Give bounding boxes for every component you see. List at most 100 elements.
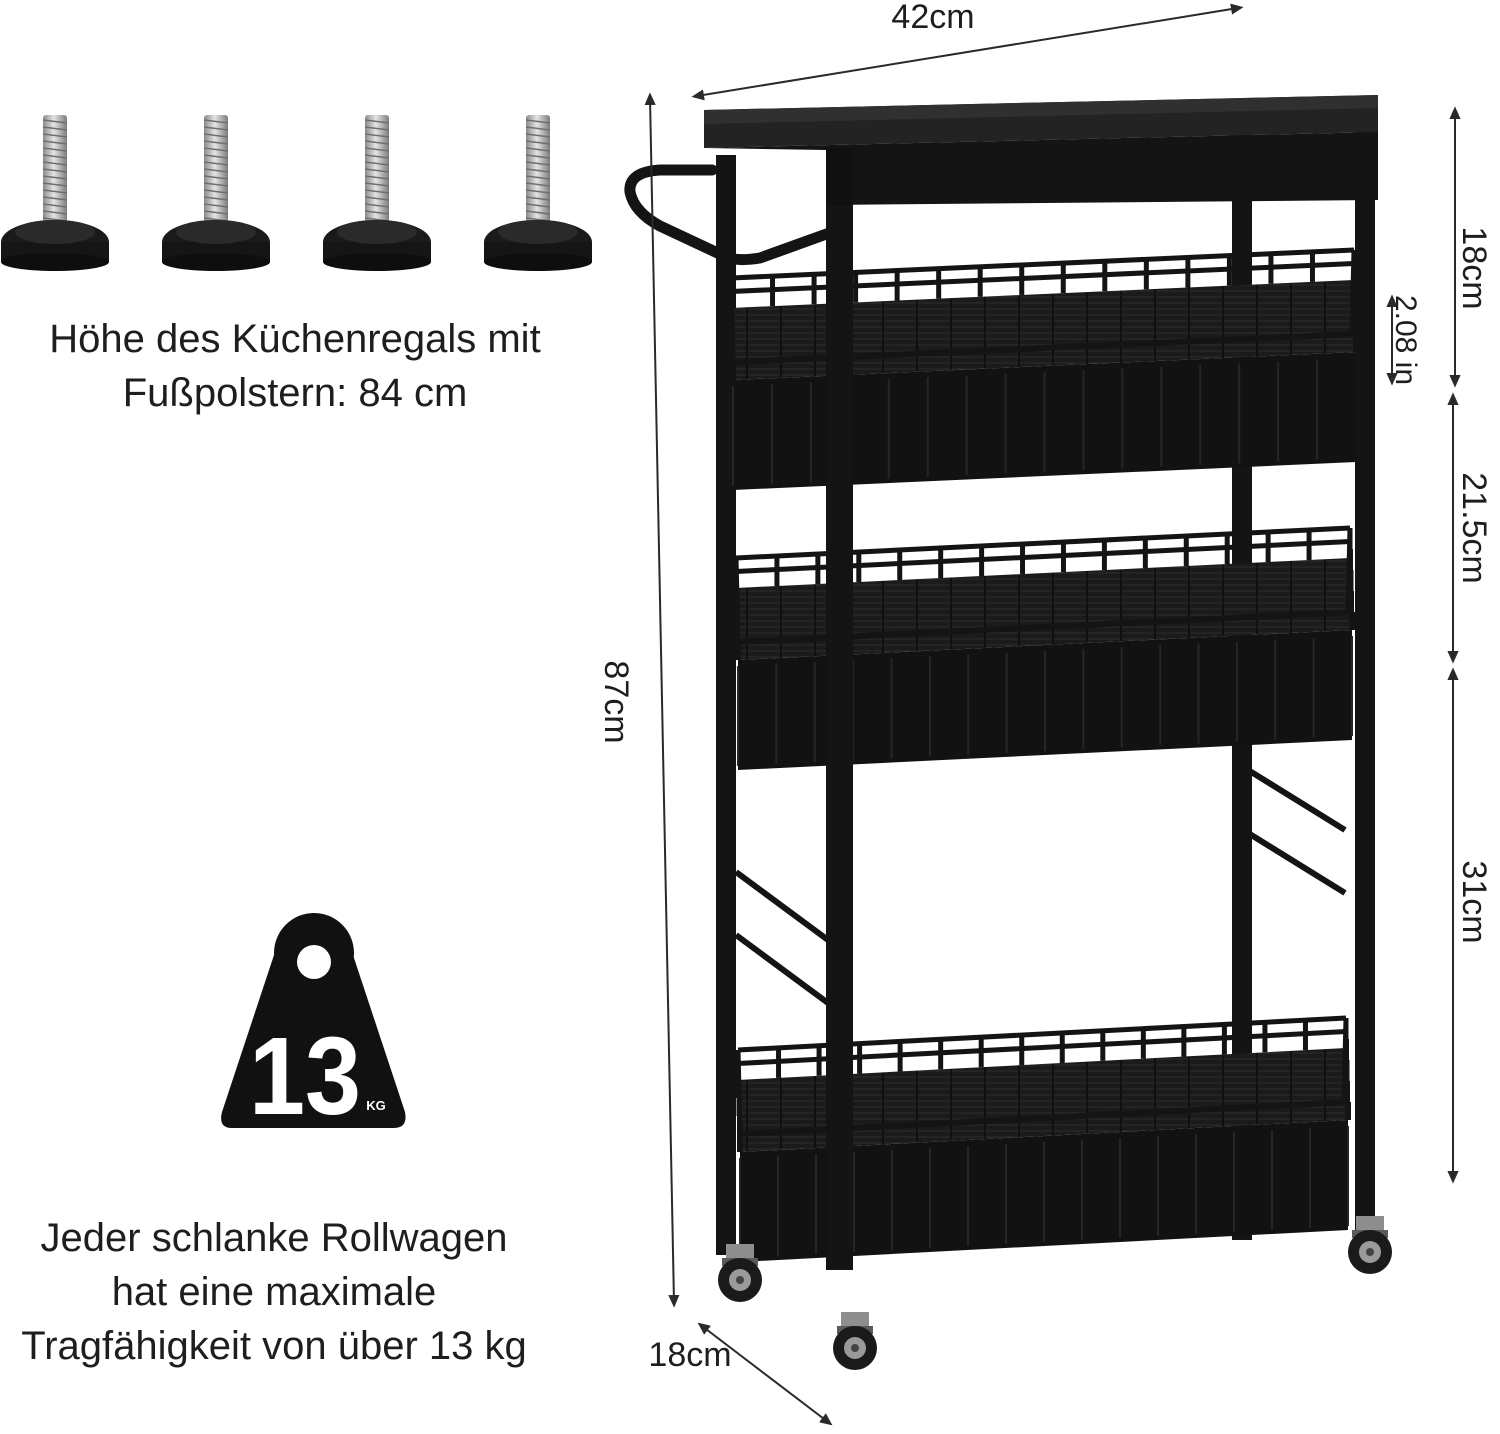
bolt-thread	[203, 175, 229, 180]
bolt-thread	[364, 168, 390, 173]
bolt-thread	[203, 210, 229, 215]
bolt-thread	[364, 175, 390, 180]
basket-shelves	[728, 247, 1359, 1262]
bolt-thread	[42, 189, 68, 194]
casters	[718, 1216, 1392, 1370]
bolt-thread	[364, 203, 390, 208]
foot-pad-base	[1, 253, 109, 271]
foot-pad-base	[484, 253, 592, 271]
bolt-thread	[42, 126, 68, 131]
bolt-thread	[42, 119, 68, 124]
bolt-thread	[203, 182, 229, 187]
bolt-thread	[525, 126, 551, 131]
load-caption-line-3: Tragfähigkeit von über 13 kg	[21, 1324, 527, 1368]
weight-icon	[221, 913, 406, 1128]
load-caption-line-2: hat eine maximale	[111, 1270, 437, 1314]
bolt-thread	[525, 182, 551, 187]
front-left-leg	[826, 195, 853, 1270]
height-caption: Höhe des Küchenregals mit Fußpolstern: 8…	[0, 312, 590, 420]
leveling-foot-icon	[323, 115, 431, 271]
foot-pad-top	[337, 220, 417, 244]
handle	[624, 164, 838, 266]
bolt-thread	[525, 119, 551, 124]
leveling-foot-icon	[1, 115, 109, 271]
dim-rail-label: 2.08 in	[1389, 295, 1422, 385]
bolt-thread	[42, 168, 68, 173]
shelf	[728, 247, 1359, 490]
bolt-thread	[364, 154, 390, 159]
bolt-thread	[203, 161, 229, 166]
height-caption-line-2: Fußpolstern: 84 cm	[122, 371, 468, 415]
bolt-thread	[364, 210, 390, 215]
bolt-thread	[525, 147, 551, 152]
foot-pad-top	[176, 220, 256, 244]
bolt-thread	[364, 119, 390, 124]
bolt-thread	[364, 140, 390, 145]
bolt-thread	[525, 175, 551, 180]
side-rail	[735, 1017, 1350, 1135]
bolt-thread	[42, 133, 68, 138]
foot-pad-top	[498, 220, 578, 244]
foot-pad-base	[323, 253, 431, 271]
bolt-thread	[42, 210, 68, 215]
caster-wheel-icon	[833, 1312, 877, 1370]
trolley-illustration	[624, 95, 1392, 1370]
bolt-thread	[364, 147, 390, 152]
bolt-thread	[525, 203, 551, 208]
bolt-thread	[525, 189, 551, 194]
bolt-thread	[203, 119, 229, 124]
weight-value: 13	[249, 1015, 361, 1138]
side-rail	[733, 527, 1354, 643]
bolt-thread	[42, 154, 68, 159]
bolt-thread	[364, 126, 390, 131]
front-right-leg	[1355, 112, 1375, 1230]
bolt-thread	[203, 133, 229, 138]
caster-plate	[841, 1312, 869, 1330]
dim-height-label: 87cm	[597, 660, 635, 743]
bolt-thread	[203, 154, 229, 159]
bolt-thread	[42, 175, 68, 180]
bolt-thread	[203, 203, 229, 208]
dim-width-label: 42cm	[891, 0, 974, 36]
bolt-thread	[525, 210, 551, 215]
caster-plate	[726, 1244, 754, 1262]
bolt-shaft	[526, 115, 550, 235]
bolt-thread	[203, 168, 229, 173]
bolt-thread	[364, 189, 390, 194]
caster-plate	[1356, 1216, 1384, 1234]
leveling-foot-icon	[162, 115, 270, 271]
dim-shelf-middle-label: 21.5cm	[1455, 472, 1493, 584]
dim-shelf-top-label: 18cm	[1455, 226, 1493, 309]
top-board	[704, 95, 1378, 206]
dim-width-line	[691, 3, 1244, 101]
bolt-shaft	[204, 115, 228, 235]
dim-height-line	[644, 92, 680, 1308]
caster-axle	[736, 1276, 744, 1284]
bolt-thread	[525, 154, 551, 159]
bolt-thread	[525, 196, 551, 201]
bolt-thread	[42, 147, 68, 152]
bolt-thread	[42, 196, 68, 201]
bolt-thread	[42, 182, 68, 187]
side-rods	[734, 762, 1347, 1006]
bolt-thread	[364, 161, 390, 166]
bolt-thread	[203, 147, 229, 152]
leveling-feet	[1, 115, 592, 271]
caster-axle	[1366, 1248, 1374, 1256]
load-caption-line-1: Jeder schlanke Rollwagen	[40, 1216, 508, 1260]
bolt-thread	[42, 161, 68, 166]
bolt-shaft	[43, 115, 67, 235]
bolt-thread	[525, 168, 551, 173]
bolt-shaft	[365, 115, 389, 235]
bolt-thread	[525, 140, 551, 145]
bolt-thread	[364, 182, 390, 187]
caster-wheel-icon	[718, 1244, 762, 1302]
shelf	[733, 525, 1355, 770]
dim-depth-line	[697, 1322, 833, 1426]
load-capacity-caption: Jeder schlanke Rollwagen hat eine maxima…	[0, 1211, 548, 1373]
foot-pad-top	[15, 220, 95, 244]
bolt-thread	[364, 196, 390, 201]
bolt-thread	[525, 133, 551, 138]
